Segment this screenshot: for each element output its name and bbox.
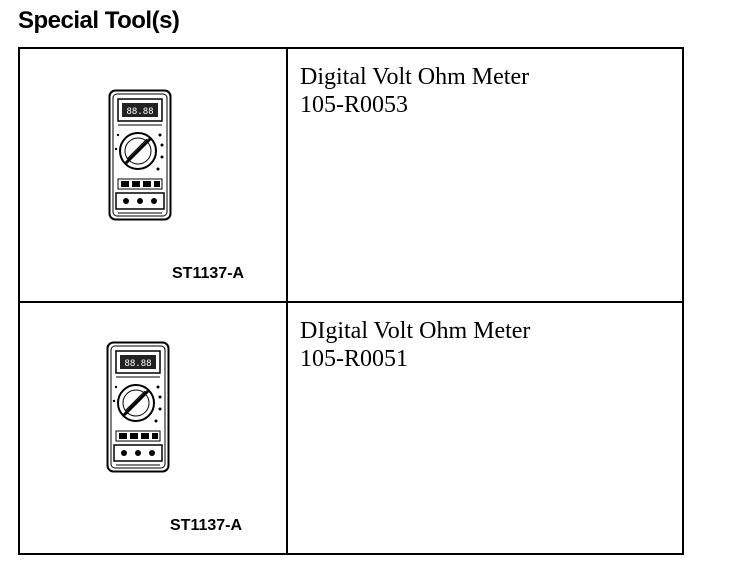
multimeter-icon: 88.88 — [106, 341, 170, 473]
special-tools-table: 88.88 — [18, 47, 684, 555]
tool-row: 88.88 — [20, 49, 682, 303]
tool-row: 88.88 — [20, 303, 682, 555]
tool-name: DIgital Volt Ohm Meter — [300, 318, 531, 344]
page-title: Special Tool(s) — [18, 7, 180, 34]
tool-code: ST1137-A — [172, 265, 245, 282]
svg-text:88.88: 88.88 — [126, 107, 153, 117]
svg-text:88.88: 88.88 — [124, 359, 151, 369]
tool-code: ST1137-A — [170, 517, 243, 534]
tool-image-cell: 88.88 — [20, 303, 288, 555]
tool-number: 105-R0053 — [300, 92, 408, 118]
tool-description-cell: DIgital Volt Ohm Meter 105-R0051 — [288, 303, 682, 555]
multimeter-icon: 88.88 — [108, 89, 172, 221]
tool-number: 105-R0051 — [300, 346, 408, 372]
tool-image-cell: 88.88 — [20, 49, 288, 301]
tool-description-cell: Digital Volt Ohm Meter 105-R0053 — [288, 49, 682, 301]
tool-name: Digital Volt Ohm Meter — [300, 64, 530, 90]
